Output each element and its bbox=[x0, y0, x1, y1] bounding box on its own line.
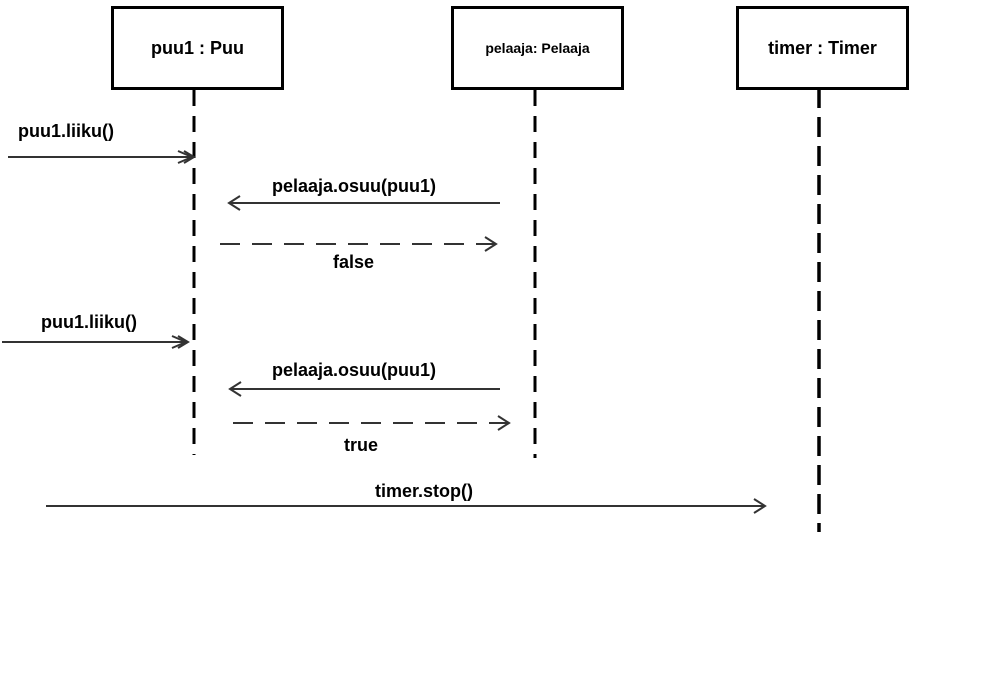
message-label-m4: puu1.liiku() bbox=[41, 312, 137, 332]
message-label-m6: true bbox=[344, 435, 379, 455]
message-label-m7: timer.stop() bbox=[375, 481, 474, 501]
object-label-puu1: puu1 : Puu bbox=[151, 37, 244, 58]
message-label-m1: puu1.liiku() bbox=[18, 121, 114, 141]
message-arrow-m7 bbox=[46, 498, 767, 514]
message-arrow-m2 bbox=[227, 195, 500, 211]
message-arrow-m1 bbox=[8, 150, 196, 164]
message-arrow-m6 bbox=[233, 415, 511, 431]
message-arrow-m4 bbox=[2, 335, 190, 349]
object-box-pelaaja: pelaaja: Pelaaja bbox=[451, 6, 624, 90]
message-label-m3: false bbox=[333, 252, 375, 272]
object-box-timer: timer : Timer bbox=[736, 6, 909, 90]
message-arrow-m5 bbox=[228, 381, 500, 397]
object-label-timer: timer : Timer bbox=[768, 37, 877, 58]
object-box-puu1: puu1 : Puu bbox=[111, 6, 284, 90]
message-arrow-m3 bbox=[220, 236, 498, 252]
message-label-m2: pelaaja.osuu(puu1) bbox=[272, 176, 437, 196]
message-label-m5: pelaaja.osuu(puu1) bbox=[272, 360, 437, 380]
object-label-pelaaja: pelaaja: Pelaaja bbox=[485, 40, 590, 56]
